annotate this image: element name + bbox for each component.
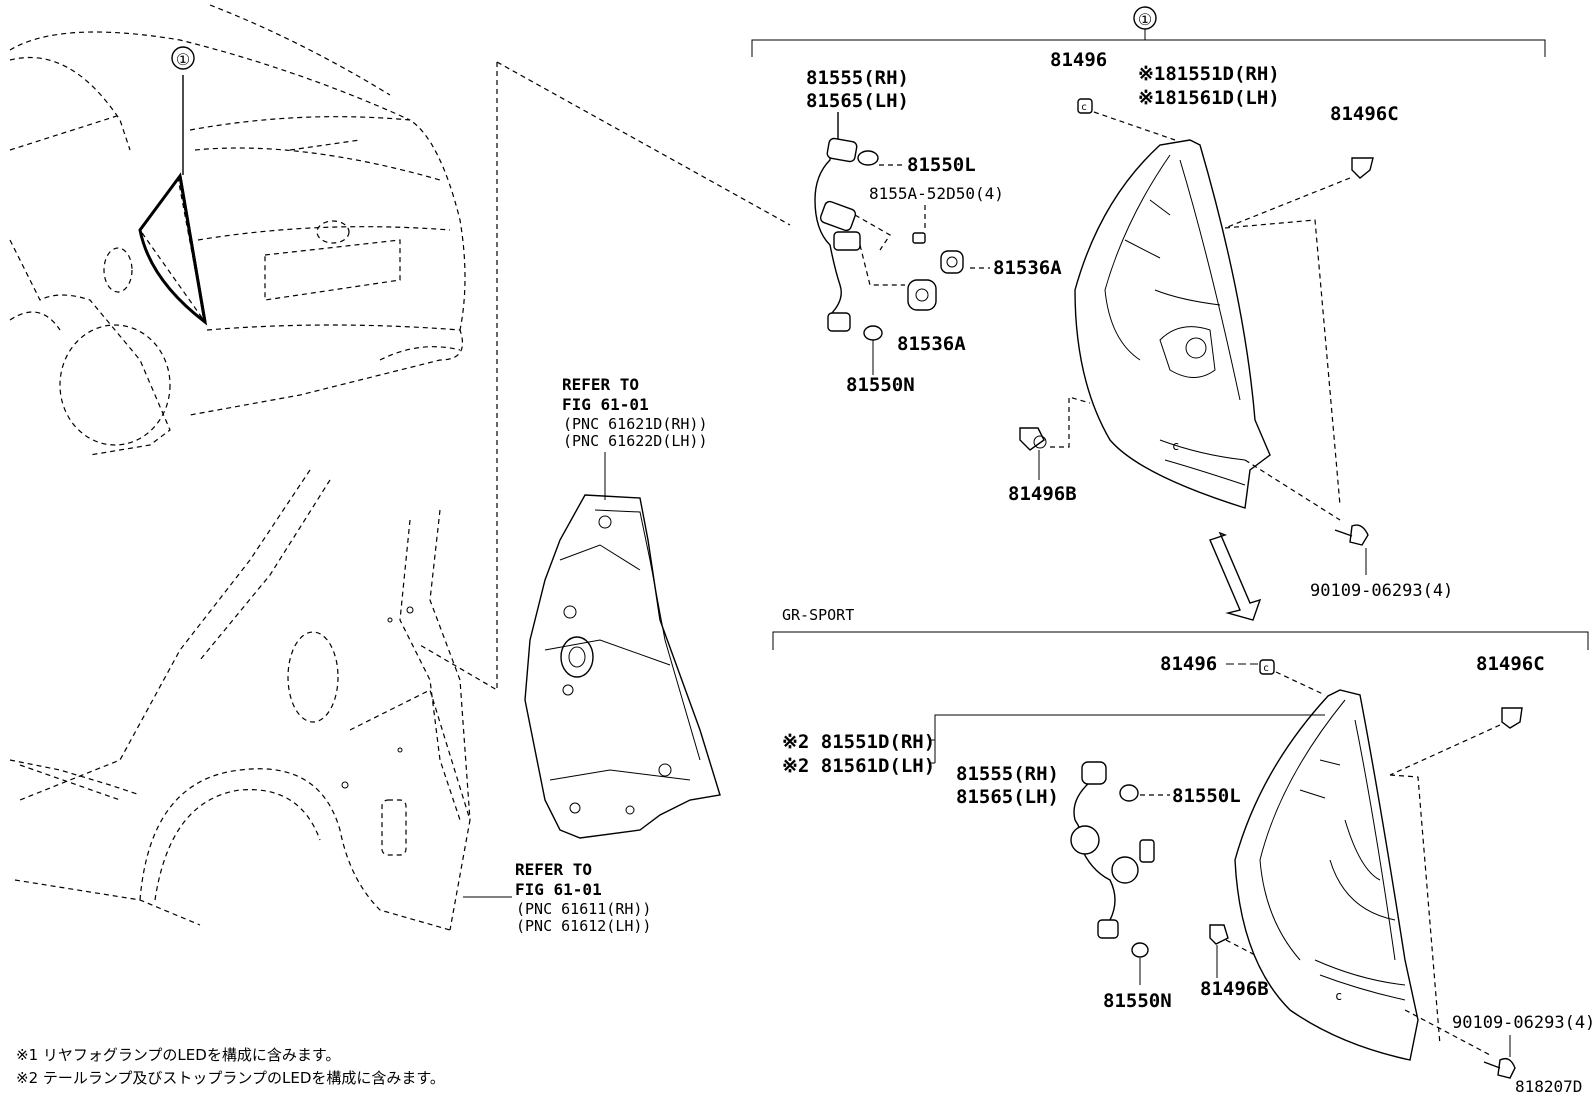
inner-panel-illustration <box>524 452 721 839</box>
top-clip-c: 81496C <box>1330 103 1399 125</box>
gr-socket-harness <box>930 714 1325 985</box>
top-lamp-labels: 81496 ※181551D(RH) ※181561D(LH) 81496C 8… <box>1008 49 1453 601</box>
top-bulb-n: 81550N <box>846 374 915 396</box>
top-lamp-lh: ※181561D(LH) <box>1138 87 1280 109</box>
gr-bulb-n: 81550N <box>1103 990 1172 1012</box>
gr-socket-rh: 81555(RH) <box>956 763 1059 785</box>
top-screw: 8155A-52D50(4) <box>869 184 1004 203</box>
footnote-1: ※1 リヤフォグランプのLEDを構成に含みます。 <box>16 1046 340 1064</box>
refer-to-fig-2: REFER TO FIG 61-01 (PNC 61611(RH)) (PNC … <box>463 860 651 935</box>
gr-tail-lamp: c c <box>1209 659 1523 1079</box>
top-socket-rh: 81555(RH) <box>806 67 909 89</box>
top-clip-b: 81496B <box>1008 483 1077 505</box>
top-socket-lh: 81565(LH) <box>806 90 909 112</box>
gr-socket-lh: 81565(LH) <box>956 786 1059 808</box>
top-socket-labels: 81555(RH) 81565(LH) 81550L 8155A-52D50(4… <box>806 67 1062 396</box>
svg-text:c: c <box>1172 439 1179 453</box>
svg-text:c: c <box>1335 989 1342 1003</box>
refer-to-fig-1: REFER TO FIG 61-01 (PNC 61621D(RH)) (PNC… <box>562 375 708 450</box>
gr-lamp-lh: ※2 81561D(LH) <box>782 755 935 777</box>
gr-bulb-l: 81550L <box>1172 785 1241 807</box>
top-bolt: 90109-06293(4) <box>1310 581 1453 601</box>
refer1-line1: REFER TO <box>562 375 639 394</box>
top-tail-lamp: c c <box>1019 98 1374 621</box>
svg-text:c: c <box>1263 663 1269 674</box>
footnotes: ※1 リヤフォグランプのLEDを構成に含みます。 ※2 テールランプ及びストップ… <box>16 1046 445 1087</box>
gr-lamp-labels: 81496 81496C 81496B 90109-06293(4) <box>1160 653 1592 1033</box>
top-socket-harness <box>814 112 990 375</box>
quarter-panel-illustration <box>9 469 471 931</box>
callout-marker-car: ① <box>176 50 190 69</box>
top-lamp-rh: ※181551D(RH) <box>1138 63 1280 85</box>
gr-bolt: 90109-06293(4) <box>1452 1013 1592 1033</box>
refer2-line4: (PNC 61612(LH)) <box>516 917 651 935</box>
refer1-line4: (PNC 61622D(LH)) <box>563 432 708 450</box>
top-grommet-a: 81536A <box>993 257 1062 279</box>
gr-socket-labels: ※2 81551D(RH) ※2 81561D(LH) 81555(RH) 81… <box>782 731 1241 1012</box>
gr-sport-bracket: GR-SPORT <box>772 606 1589 650</box>
leader-car-to-harness <box>419 62 498 692</box>
diagram-id: 818207D <box>1515 1077 1582 1096</box>
top-bulb-l: 81550L <box>907 154 976 176</box>
refer1-line3: (PNC 61621D(RH)) <box>563 415 708 433</box>
leader-panel-to-harness <box>496 61 791 226</box>
top-assembly-bracket: ① <box>751 6 1546 57</box>
callout-circle-car <box>171 46 195 70</box>
refer2-line3: (PNC 61611(RH)) <box>516 900 651 918</box>
footnote-2: ※2 テールランプ及びストップランプのLEDを構成に含みます。 <box>16 1069 445 1087</box>
gr-clip-c: 81496C <box>1476 653 1545 675</box>
car-rear-illustration: ① <box>9 4 466 456</box>
gr-lamp-rh: ※2 81551D(RH) <box>782 731 935 753</box>
top-grommet-b: 81536A <box>897 333 966 355</box>
svg-text:c: c <box>1081 102 1087 113</box>
refer1-line2: FIG 61-01 <box>562 395 649 414</box>
gr-clip-b: 81496B <box>1200 978 1269 1000</box>
refer2-line2: FIG 61-01 <box>515 880 602 899</box>
gr-sport-title: GR-SPORT <box>782 606 854 624</box>
top-clip: 81496 <box>1050 49 1107 71</box>
gr-clip: 81496 <box>1160 653 1217 675</box>
callout-marker-top: ① <box>1138 10 1152 29</box>
refer2-line1: REFER TO <box>515 860 592 879</box>
